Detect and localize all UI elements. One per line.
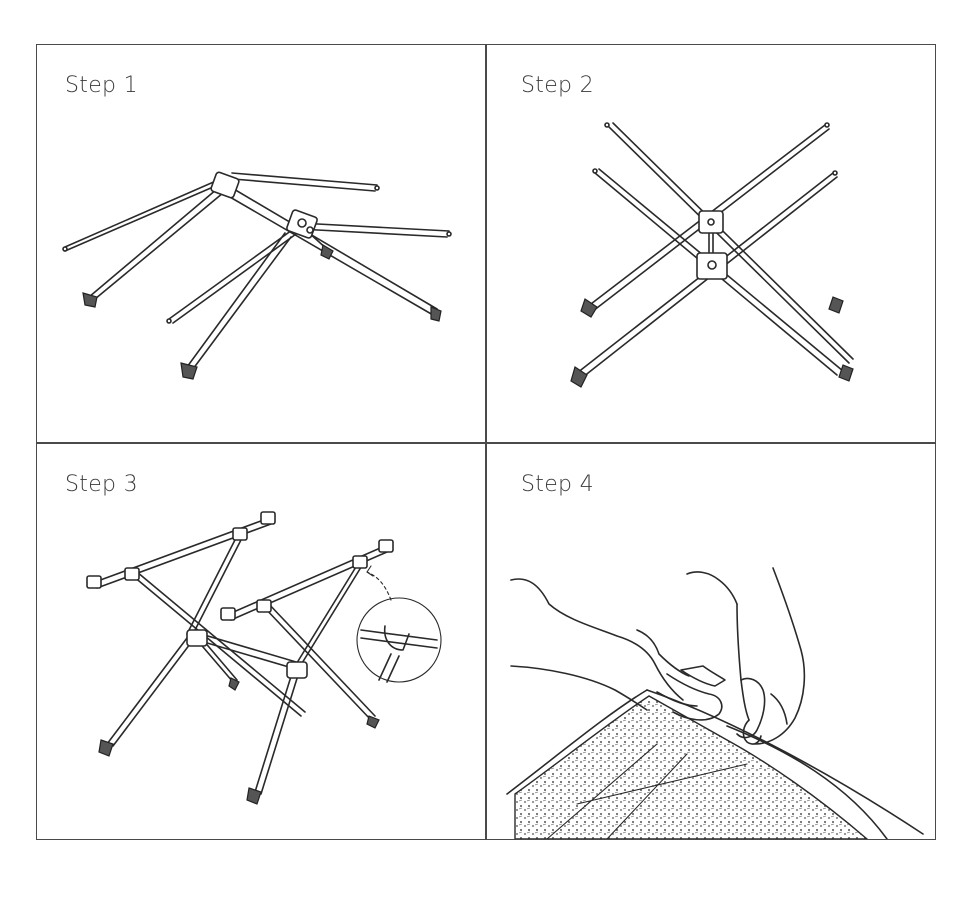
- step-3-panel: Step 3: [37, 444, 485, 839]
- step-2-label: Step 2: [521, 73, 594, 98]
- assembled-frame-drawing: [86, 511, 442, 805]
- step-2-illustration: [570, 122, 854, 388]
- step-4-illustration: [506, 567, 924, 839]
- step-4-label: Step 4: [521, 472, 594, 497]
- step-1-label: Step 1: [65, 73, 138, 98]
- attach-fabric-drawing: [506, 567, 924, 839]
- step-3-illustration: [86, 511, 442, 805]
- step-3-label: Step 3: [65, 472, 138, 497]
- folded-frame-drawing: [62, 171, 452, 380]
- grid-divider-horizontal: [36, 442, 936, 444]
- step-2-panel: Step 2: [487, 45, 935, 442]
- crossed-frame-drawing: [570, 122, 854, 388]
- step-1-panel: Step 1: [37, 45, 485, 442]
- step-1-illustration: [62, 171, 452, 380]
- step-4-panel: Step 4: [487, 444, 935, 839]
